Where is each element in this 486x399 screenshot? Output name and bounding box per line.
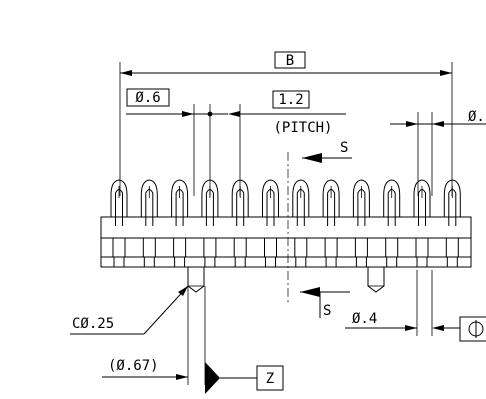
housing bbox=[100, 216, 472, 268]
pin-base bbox=[204, 256, 216, 268]
pin bbox=[231, 179, 249, 258]
pin-width-box bbox=[126, 88, 170, 107]
dimension-pin-width: Ø.6 bbox=[126, 88, 280, 196]
dimension-b-box bbox=[274, 51, 306, 69]
pin bbox=[413, 179, 431, 258]
dimension-b: B bbox=[119, 51, 453, 196]
pin-base bbox=[143, 256, 155, 268]
section-marker-bottom: S bbox=[300, 287, 350, 319]
section-top-label: S bbox=[340, 140, 348, 156]
pitch-label: 1.2 bbox=[278, 92, 303, 108]
pin bbox=[383, 179, 401, 258]
position-tolerance-frame bbox=[459, 316, 486, 342]
pin bbox=[140, 179, 158, 258]
peg-left bbox=[187, 267, 205, 293]
offset-dimension: (Ø.67) bbox=[102, 286, 206, 385]
pin-width-label: Ø.6 bbox=[135, 90, 160, 106]
pin bbox=[443, 179, 461, 258]
dimension-pitch: 1.2 (PITCH) bbox=[260, 90, 346, 136]
pitch-box bbox=[272, 90, 310, 109]
section-bottom-label: S bbox=[323, 303, 331, 319]
chamfer-callout: CØ.25 bbox=[70, 285, 189, 335]
pin-base bbox=[386, 256, 398, 268]
top-right-label: Ø. bbox=[468, 109, 485, 125]
datum-z-label: Z bbox=[266, 371, 274, 387]
datum-z-box bbox=[256, 365, 284, 391]
housing-body bbox=[100, 216, 472, 268]
peg-right bbox=[367, 267, 385, 293]
section-marker-top: S bbox=[302, 140, 352, 163]
dimension-b-label: B bbox=[286, 53, 294, 69]
pin bbox=[322, 179, 340, 258]
pin bbox=[292, 179, 310, 258]
pitch-note: (PITCH) bbox=[273, 120, 332, 136]
pin bbox=[352, 179, 370, 258]
pin-base bbox=[355, 256, 367, 268]
pin bbox=[201, 179, 219, 258]
spacing-dimension: Ø.4 bbox=[345, 270, 486, 342]
chamfer-label: CØ.25 bbox=[72, 316, 114, 332]
pin-base bbox=[174, 256, 186, 268]
datum-z: Z bbox=[205, 362, 284, 394]
pin-base bbox=[234, 256, 246, 268]
dimension-top-right: Ø. bbox=[390, 109, 486, 196]
pin bbox=[110, 179, 128, 258]
pin-base bbox=[295, 256, 307, 268]
pin bbox=[171, 179, 189, 258]
offset-label: (Ø.67) bbox=[108, 358, 159, 374]
pin-base bbox=[325, 256, 337, 268]
pin-base bbox=[416, 256, 428, 268]
pin-bases bbox=[113, 256, 458, 268]
pin-group bbox=[110, 179, 461, 258]
spacing-label: Ø.4 bbox=[352, 311, 377, 327]
pin-base bbox=[265, 256, 276, 268]
pin-base bbox=[113, 256, 125, 268]
pin-base bbox=[446, 256, 458, 268]
pin bbox=[262, 179, 279, 258]
